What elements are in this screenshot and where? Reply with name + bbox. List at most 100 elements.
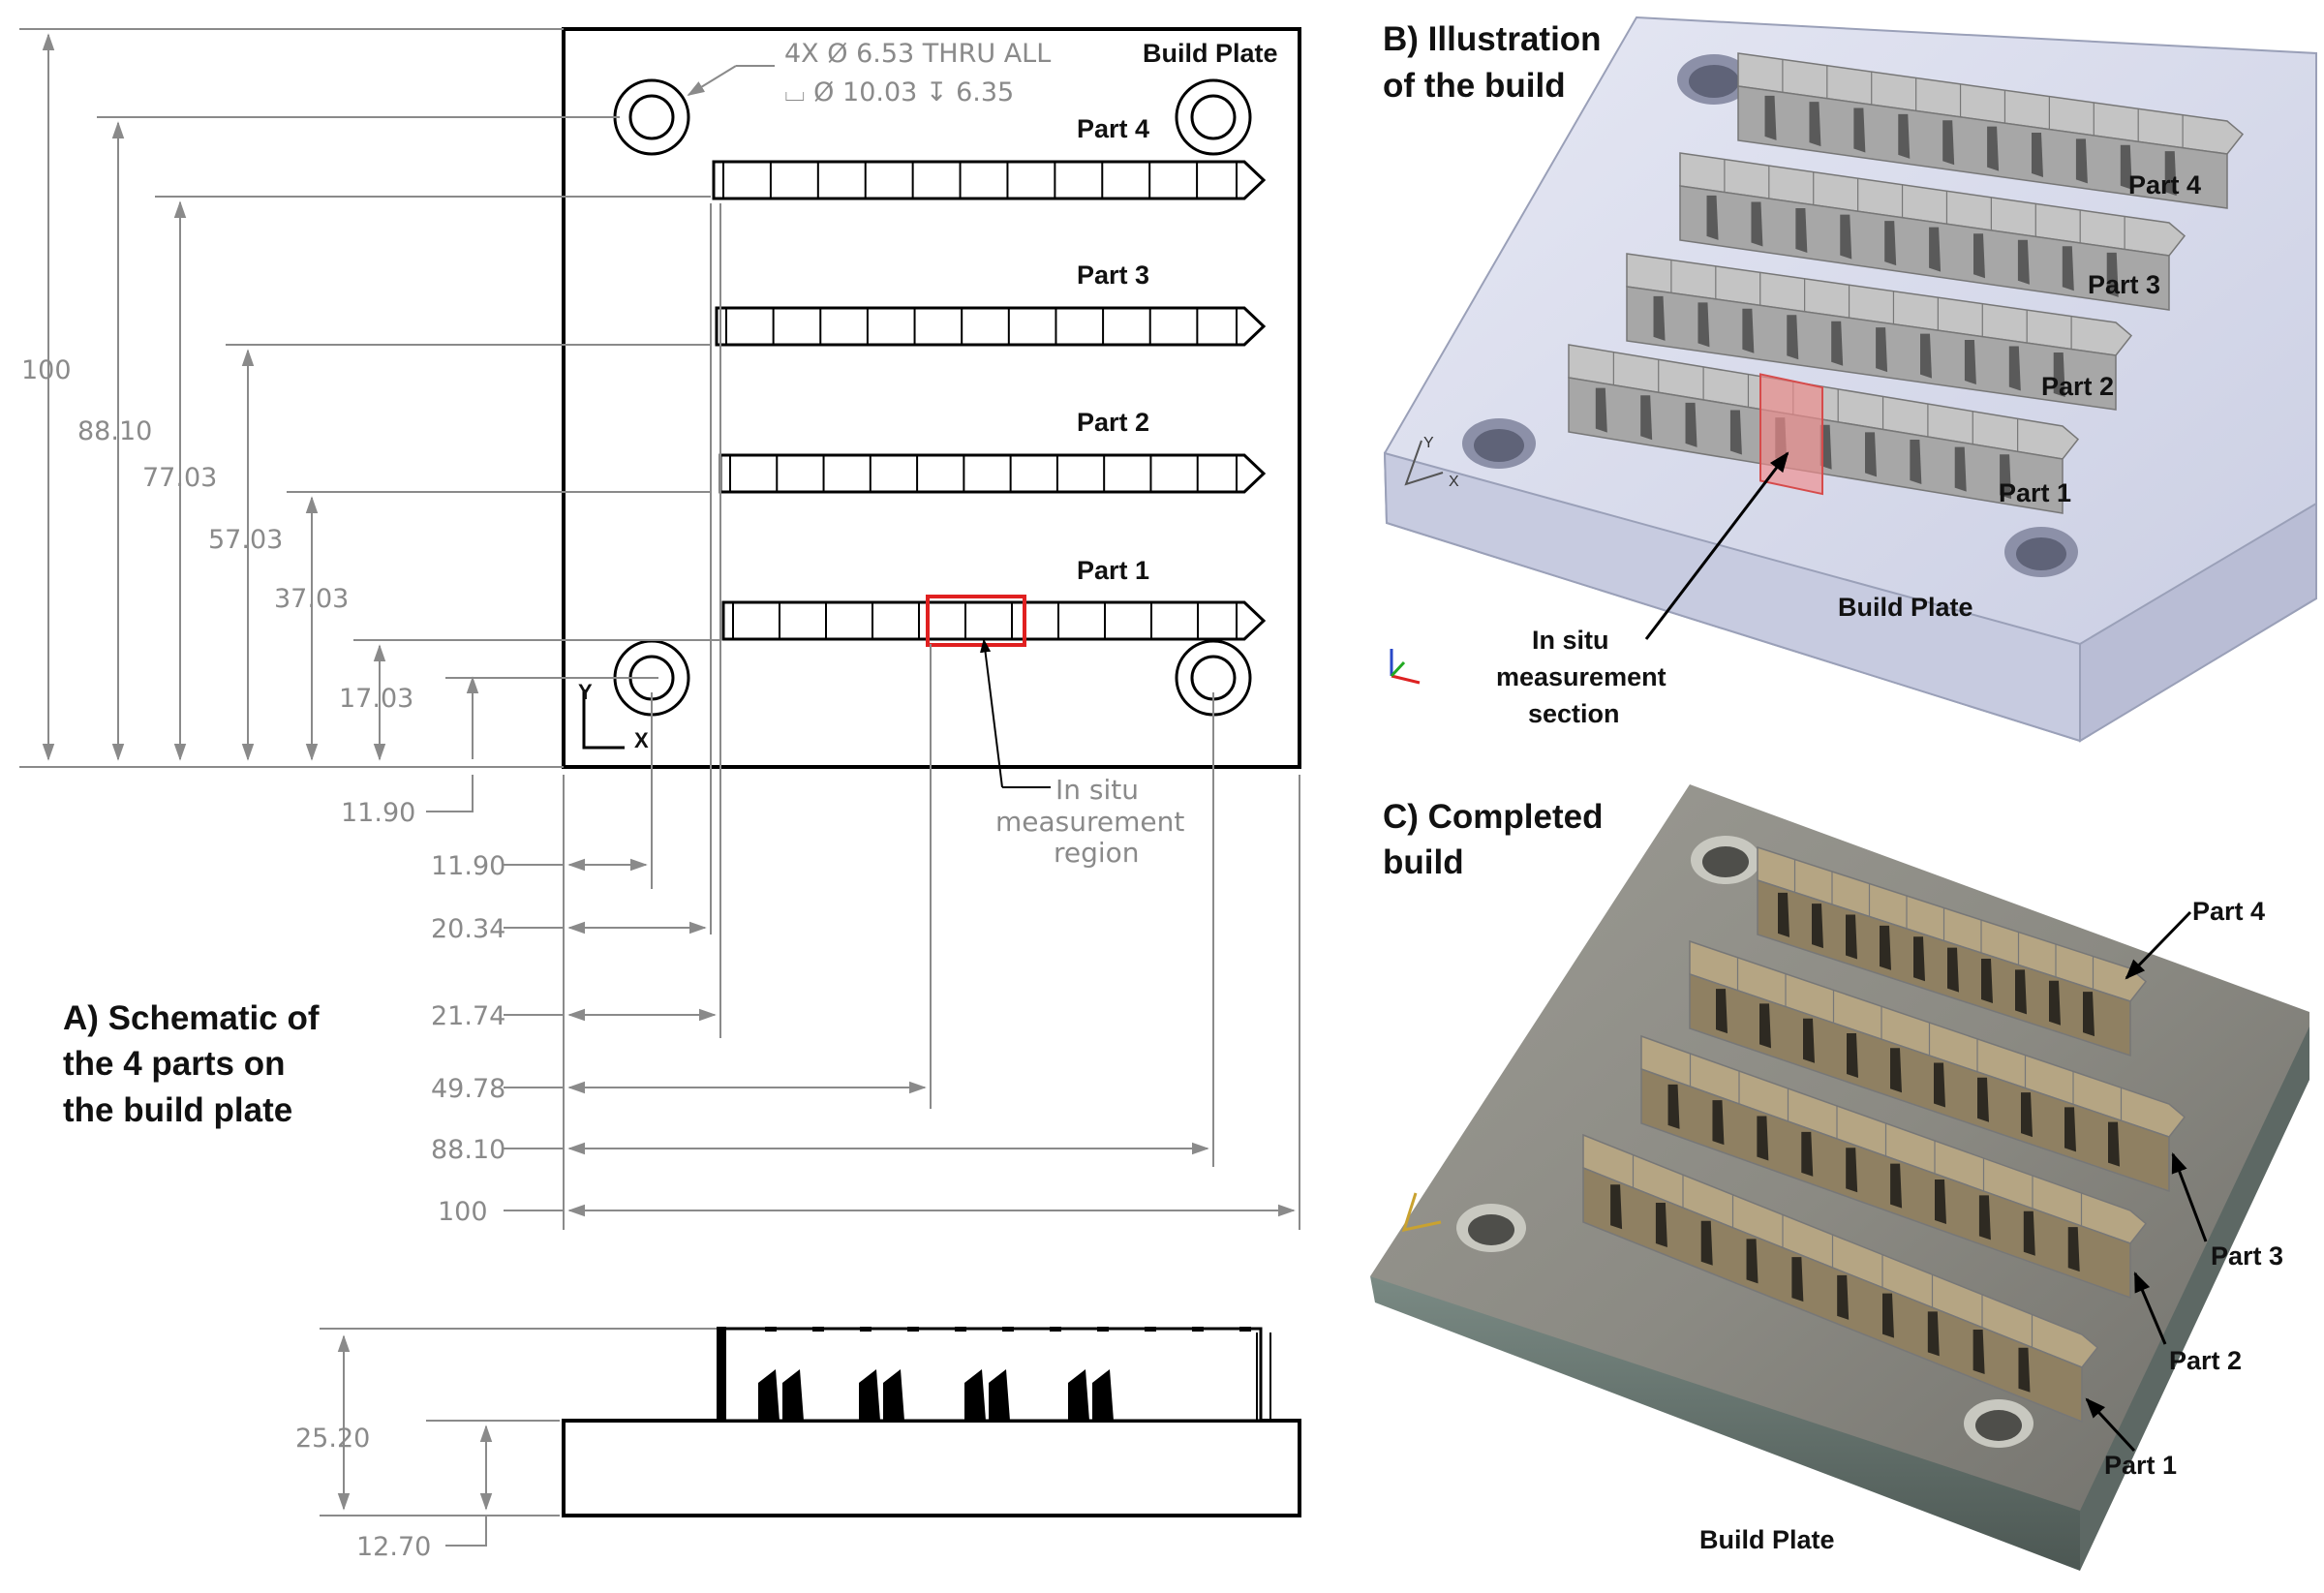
horizontal-dimensions (504, 203, 1300, 1230)
photo-bar-part-2 (1640, 1034, 2148, 1300)
photo-bar-part-3 (1689, 939, 2186, 1193)
callout-region: region (1054, 837, 1140, 869)
side-view-teeth (758, 1327, 1251, 1421)
schematic-panel: Build Plate 4X Ø 6.53 THRU ALL ⌴ Ø 10.03… (19, 27, 1301, 1562)
dim-h-20-34: 20.34 (431, 914, 505, 944)
schematic-part-3-label: Part 3 (1077, 260, 1149, 290)
dim-h-49-78: 49.78 (431, 1074, 505, 1104)
horizontal-dimension-labels: 11.90 20.34 21.74 49.78 88.10 100 (431, 851, 505, 1227)
dim-h-11-90: 11.90 (431, 851, 505, 881)
render-section-leader (1644, 451, 1789, 640)
render-bar-part-2 (1626, 253, 2133, 411)
dim-h-88-10: 88.10 (431, 1135, 505, 1165)
photo-part-bars (1582, 845, 2186, 1424)
side-tab (812, 1327, 824, 1332)
side-fin (989, 1369, 1010, 1421)
hole-note-line-2: ⌴ Ø 10.03 ↧ 6.35 (784, 77, 1014, 107)
axis-x-label: X (634, 728, 649, 752)
photo-part-4-label: Part 4 (2192, 897, 2265, 926)
side-dimensions (320, 1328, 717, 1547)
callout-in-situ: In situ (1055, 774, 1139, 806)
dim-v-77-03: 77.03 (142, 463, 217, 493)
vertical-dimension-labels: 100 88.10 77.03 57.03 37.03 17.03 11.90 (21, 355, 415, 828)
part-strip-4 (712, 160, 1267, 200)
schematic-part-1-label: Part 1 (1077, 556, 1149, 585)
part-strips (712, 160, 1267, 641)
side-tab (1145, 1327, 1156, 1332)
in-situ-leader (980, 638, 1003, 788)
photo-part-2-label: Part 2 (2169, 1346, 2242, 1375)
hole-note: 4X Ø 6.53 THRU ALL ⌴ Ø 10.03 ↧ 6.35 (687, 39, 1051, 107)
dim-side-25-20: 25.20 (295, 1424, 370, 1454)
side-tab (765, 1327, 777, 1332)
side-tab (955, 1327, 966, 1332)
photo-panel: C) Completed build Part 4 Part 3 Part 2 … (1370, 784, 2309, 1571)
schematic-build-plate-label: Build Plate (1143, 39, 1278, 68)
render-build-plate-label: Build Plate (1838, 593, 1973, 622)
render-section-label-2: measurement (1496, 662, 1667, 691)
panel-a-title-line-2: the 4 parts on (63, 1045, 285, 1083)
in-situ-region-box (926, 595, 1026, 647)
panel-c-title-line-1: C) Completed (1383, 798, 1604, 836)
illustration-panel: B) Illustration of the build Part 4 Part… (1383, 15, 2317, 743)
schematic-axis-triad: Y X (578, 680, 649, 752)
part-strip-3 (715, 306, 1267, 347)
part-strip-2 (719, 453, 1267, 494)
dim-v-57-03: 57.03 (208, 525, 283, 555)
schematic-part-2-label: Part 2 (1077, 408, 1149, 437)
photo-bar-part-4 (1757, 845, 2148, 1057)
dim-v-17-03: 17.03 (339, 684, 413, 714)
render-part-4-label: Part 4 (2128, 170, 2201, 199)
render-axis-y: Y (1423, 435, 1434, 451)
schematic-part-4-label: Part 4 (1077, 114, 1149, 143)
dim-v-100: 100 (21, 355, 72, 385)
render-part-2-label: Part 2 (2041, 372, 2114, 401)
dim-h-21-74: 21.74 (431, 1001, 505, 1031)
dim-v-88-10: 88.10 (77, 416, 152, 446)
side-fin (782, 1369, 804, 1421)
side-view (562, 1327, 1301, 1517)
side-fin (859, 1369, 880, 1421)
side-tab (1002, 1327, 1014, 1332)
dim-v-11-90: 11.90 (341, 798, 415, 828)
part-strip-1 (721, 600, 1267, 641)
render-axis-triad: Y X (1404, 435, 1459, 490)
panel-a-title-line-1: A) Schematic of (63, 999, 320, 1037)
dim-side-12-70: 12.70 (356, 1532, 431, 1562)
render-part-1-label: Part 1 (1999, 478, 2071, 507)
side-tab (1050, 1327, 1061, 1332)
photo-leaders (2085, 910, 2208, 1453)
side-fin (883, 1369, 904, 1421)
panel-b-title-line-2: of the build (1383, 67, 1566, 105)
side-tab (860, 1327, 872, 1332)
render-bar-part-3 (1679, 152, 2186, 311)
side-tab (1239, 1327, 1251, 1332)
photo-part-1-label: Part 1 (2104, 1451, 2177, 1480)
vertical-dimensions (19, 28, 720, 812)
panel-b-title-line-1: B) Illustration (1383, 20, 1602, 58)
render-bar-part-4 (1737, 52, 2245, 209)
callout-measurement: measurement (995, 806, 1184, 838)
axis-y-label: Y (578, 680, 593, 704)
side-tab (1097, 1327, 1109, 1332)
side-fin (964, 1369, 986, 1421)
mounting-holes (613, 78, 1252, 717)
side-fin (1092, 1369, 1114, 1421)
render-axis-x: X (1449, 474, 1459, 490)
photo-bar-part-1 (1582, 1133, 2099, 1424)
view-orientation-icon (1390, 649, 1421, 685)
render-build-plate (1383, 15, 2317, 743)
side-tab (1192, 1327, 1204, 1332)
render-part-3-label: Part 3 (2088, 270, 2160, 299)
photo-part-3-label: Part 3 (2211, 1241, 2283, 1271)
hole-top-left (613, 78, 690, 156)
hole-note-line-1: 4X Ø 6.53 THRU ALL (784, 39, 1051, 69)
dim-h-100: 100 (438, 1197, 488, 1227)
side-fin (1068, 1369, 1089, 1421)
hole-top-right (1175, 78, 1252, 156)
dim-v-37-03: 37.03 (274, 584, 349, 614)
side-fin (758, 1369, 780, 1421)
render-section-label-3: section (1528, 699, 1620, 728)
render-section-label-1: In situ (1532, 626, 1609, 655)
